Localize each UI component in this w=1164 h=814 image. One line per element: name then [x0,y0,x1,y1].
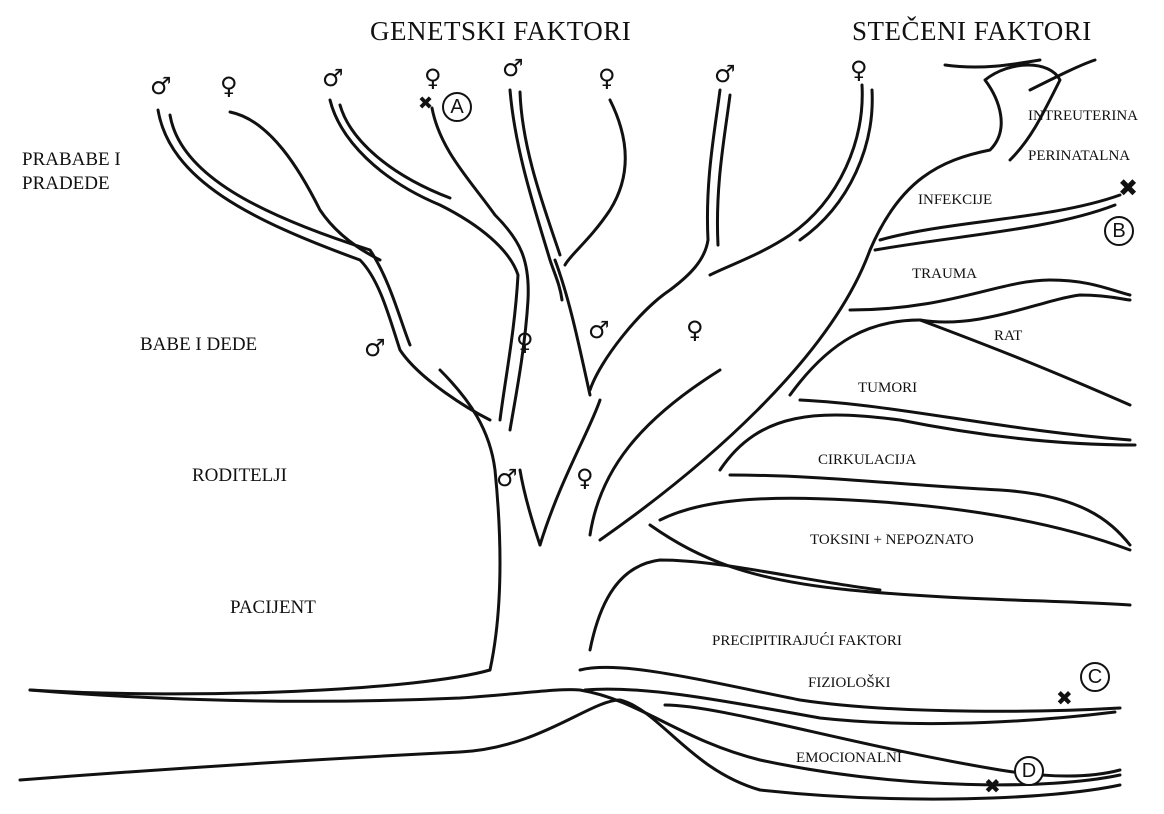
label-great-grandparents: PRABABE I PRADEDE [22,148,121,196]
branch-prababe-7 [590,90,720,390]
branch-prababe-8 [710,85,862,275]
label-war: RAT [994,328,1022,345]
male-symbol-icon: ♂ [322,66,344,90]
deceased-x-icon: ✖ [1056,686,1073,710]
branch-tumori-lower [800,400,1130,440]
label-physiological: FIZIOLOŠKI [808,675,891,692]
label-trauma: TRAUMA [912,266,977,283]
header-acquired: STEČENI FAKTORI [852,16,1092,47]
label-intrauterine: INTREUTERINA [1028,108,1138,125]
deceased-x-icon: ✖ [418,92,433,116]
female-symbol-icon: ♀ [424,66,442,90]
male-symbol-icon: ♂ [364,336,386,360]
label-perinatal: PERINATALNA [1028,148,1130,165]
marker-d: D [1014,756,1044,786]
branch-top-right [1030,60,1095,90]
label-grandparents: BABE I DEDE [140,333,257,357]
deceased-x-icon: ✖ [984,774,1001,798]
label-emotional: EMOCIONALNI [796,750,902,767]
label-patient: PACIJENT [230,596,316,620]
male-symbol-icon: ♂ [588,318,610,342]
branch-prababe-4 [432,108,528,430]
header-genetic: GENETSKI FAKTORI [370,16,631,47]
marker-a: A [442,92,472,122]
branch-mid-left [555,260,590,395]
branch-infekcije-lower [875,205,1115,250]
female-symbol-icon: ♀ [576,466,594,490]
female-symbol-icon: ♀ [516,330,534,354]
male-symbol-icon: ♂ [502,56,524,80]
label-toxins-unknown: TOKSINI + NEPOZNATO [810,532,974,549]
branch-prababe-7-inner [717,95,730,245]
root-upper [30,690,1120,785]
branch-cirkulacija [720,415,1135,470]
female-symbol-icon: ♀ [598,66,616,90]
marker-b: B [1104,216,1134,246]
trunk-center [520,470,540,545]
label-parents: RODITELJI [192,464,287,488]
label-infections: INFEKCIJE [918,192,992,209]
label-circulation: CIRKULACIJA [818,452,916,469]
trunk-inner-right [590,370,720,535]
marker-c: C [1080,662,1110,692]
branch-prababe-5 [510,90,562,300]
trunk-left-outline [30,370,500,694]
male-symbol-icon: ♂ [150,74,172,98]
branch-prababe-1 [158,110,490,420]
branch-infekcije [880,195,1120,240]
branch-rat-lower [920,320,1130,405]
branch-prababe-1-inner [170,115,410,345]
label-tumors: TUMORI [858,380,917,397]
label-precipitating-factors: PRECIPITIRAJUĆI FAKTORI [712,633,902,650]
deceased-x-icon: ✖ [1118,176,1138,200]
female-deceased-symbol-icon: ♀ [850,58,868,82]
female-symbol-icon: ♀ [686,318,704,342]
female-deceased-symbol-icon: ♀ [220,74,238,98]
male-symbol-icon: ♂ [496,466,518,490]
branch-prababe-6 [565,100,625,265]
male-symbol-icon: ♂ [714,62,736,86]
